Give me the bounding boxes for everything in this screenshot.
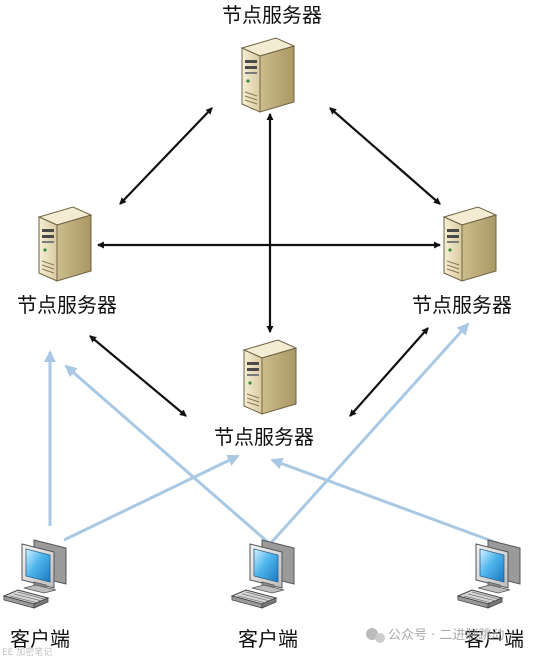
server-icon <box>38 202 94 284</box>
link-client-left-server-center <box>63 454 240 542</box>
computer-icon <box>457 539 521 609</box>
server-node-center: 节点服务器 <box>214 335 314 449</box>
computer-icon <box>3 539 67 609</box>
watermark-corner: EE 加密笔记 <box>2 646 52 658</box>
link-left-center <box>89 335 187 417</box>
server-links <box>89 107 442 417</box>
server-icon <box>443 202 499 284</box>
client-links <box>44 322 501 546</box>
watermark-brand: 公众号 · 二进制跳动 <box>388 628 504 643</box>
client-label-center: 客户端 <box>238 627 298 651</box>
client-label-left: 客户端 <box>10 627 70 651</box>
server-label-right: 节点服务器 <box>412 293 512 317</box>
server-node-right: 节点服务器 <box>412 202 512 317</box>
client-label-right: 客户端 <box>464 627 524 651</box>
server-label-left: 节点服务器 <box>17 293 117 317</box>
link-client-center-server-right <box>268 322 470 546</box>
link-right-center <box>349 327 429 417</box>
server-icon <box>243 335 299 417</box>
server-label-top: 节点服务器 <box>222 3 322 27</box>
client-node-left: 客户端 <box>3 539 70 651</box>
server-label-center: 节点服务器 <box>214 425 314 449</box>
server-icon <box>241 33 297 115</box>
wechat-icon <box>366 628 385 643</box>
client-node-center: 客户端 <box>231 539 298 651</box>
computer-icon <box>231 539 295 609</box>
watermark: 公众号 · 二进制跳动 EE 加密笔记 <box>2 628 504 658</box>
server-node-left: 节点服务器 <box>17 202 117 317</box>
server-node-top: 节点服务器 <box>222 3 322 115</box>
link-top-right <box>329 107 441 205</box>
link-client-center-server-left <box>64 364 271 546</box>
link-client-right-server-center <box>270 457 501 546</box>
client-node-right: 客户端 <box>457 539 524 651</box>
link-top-left <box>119 107 213 205</box>
